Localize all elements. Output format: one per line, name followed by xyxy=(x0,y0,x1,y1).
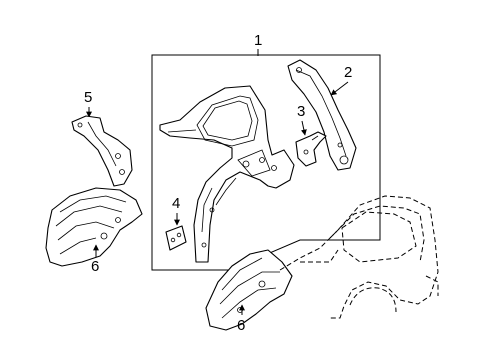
callout-5: 5 xyxy=(84,89,92,106)
wheelhouse-part-6-bottom xyxy=(205,249,293,331)
leader-2 xyxy=(330,81,349,96)
wheelhouse-part-6-left xyxy=(45,187,143,267)
callout-3: 3 xyxy=(297,103,305,120)
vehicle-body-outline xyxy=(279,195,439,319)
callout-6-bottom: 6 xyxy=(237,317,245,334)
callout-2: 2 xyxy=(344,64,352,81)
plate-part-4 xyxy=(165,225,187,251)
pillar-bracket-part-5 xyxy=(71,115,133,187)
callout-6-left: 6 xyxy=(91,258,99,275)
callout-4: 4 xyxy=(172,195,180,212)
bracket-part-3 xyxy=(295,131,327,167)
leader-3 xyxy=(300,120,307,136)
callout-1: 1 xyxy=(254,32,262,49)
quarter-panel-part-1 xyxy=(159,85,295,263)
pillar-reinforcement-part-2 xyxy=(287,59,357,171)
assembly-boundary xyxy=(151,54,381,271)
